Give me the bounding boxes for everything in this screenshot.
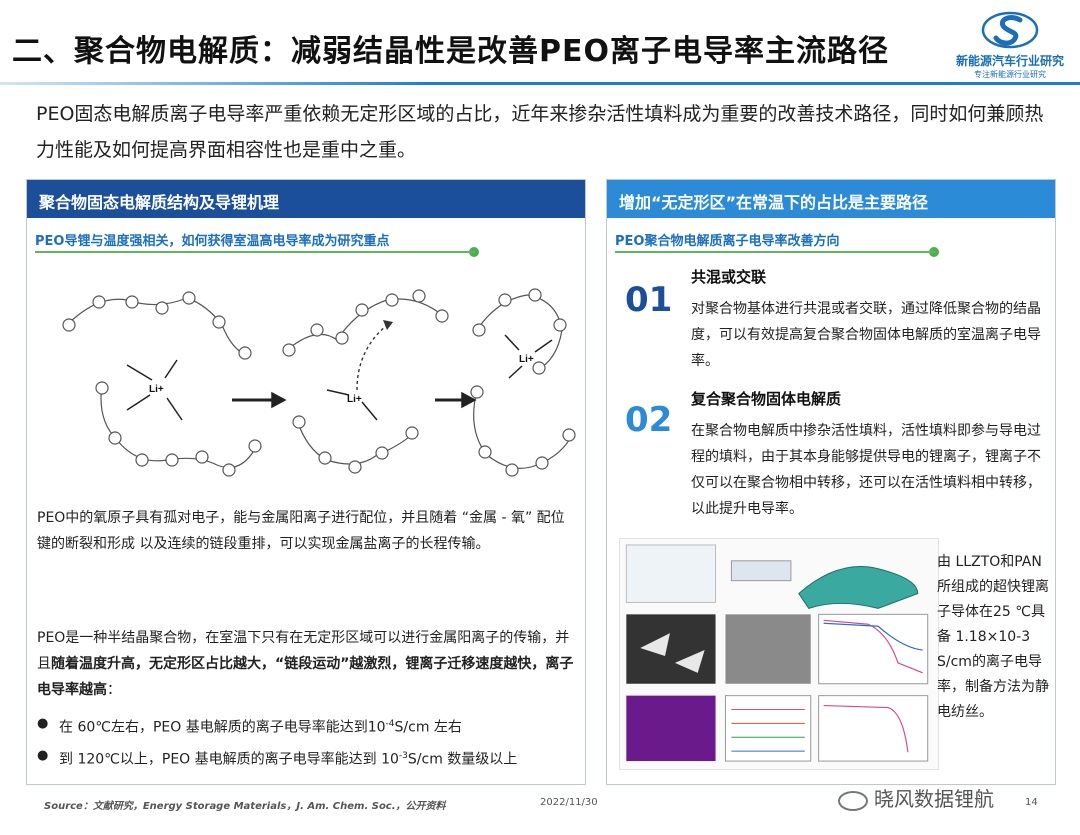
paragraph-amorphous: PEO是一种半结晶聚合物，在室温下只有在无定形区域可以进行金属阳离子的传输，并且… (37, 630, 574, 698)
page-title: 二、聚合物电解质：减弱结晶性是改善PEO离子电导率主流路径 (12, 34, 889, 69)
left-panel-subheading: PEO导锂与温度强相关，如何获得室温高电导率成为研究重点 (35, 230, 495, 257)
research-figure (619, 538, 939, 770)
logo: 新能源汽车行业研究 专注新能源行业研究 (944, 10, 1076, 80)
pEO-chain-diagram: Li+ Li+ Li+ (62, 288, 576, 477)
bullet-60c: 在 60℃左右，PEO 基电解质的离子电导率能达到10-4S/cm 左右 (37, 710, 582, 742)
title-rule (0, 82, 1080, 85)
intro-text: PEO固态电解质离子电导率严重依赖无定形区域的占比，近年来掺杂活性填料成为重要的… (36, 103, 1044, 161)
left-panel-header: 聚合物固态电解质结构及导锂机理 (27, 180, 585, 218)
source-note: Source：文献研究，Energy Storage Materials，J. … (44, 801, 446, 812)
item2-title: 复合聚合物固体电解质 (691, 390, 842, 408)
green-dot-icon (469, 247, 479, 257)
li-ion-label-2: Li+ (347, 394, 362, 405)
chat-bubble-icon (838, 790, 868, 811)
right-panel: 增加“无定形区”在常温下的占比是主要路径 PEO聚合物电解质离子电导率改善方向 … (606, 179, 1056, 785)
item2-text: 在聚合物电解质中掺杂活性填料，活性填料即参与导电过程的填料，由于其本身能够提供导… (691, 423, 1041, 517)
report-date: 2022/11/30 (540, 797, 598, 808)
item-number-02: 02 (625, 400, 673, 440)
right-panel-subheading: PEO聚合物电解质离子电导率改善方向 (615, 230, 945, 257)
item1-text: 对聚合物基体进行共混或者交联，通过降低聚合物的结晶度，可以有效提高复合聚合物固体… (691, 301, 1041, 369)
logo-s-icon (981, 11, 1039, 49)
conductivity-bullets: 在 60℃左右，PEO 基电解质的离子电导率能达到10-4S/cm 左右 到 1… (37, 710, 582, 773)
page-number: 14 (1025, 797, 1038, 808)
li-ion-label-3: Li+ (519, 354, 534, 365)
li-ion-label-1: Li+ (149, 384, 164, 395)
watermark: 晓风数据锂航 (838, 783, 994, 812)
logo-tagline: 专注新能源行业研究 (974, 70, 1046, 79)
right-panel-header: 增加“无定形区”在常温下的占比是主要路径 (607, 180, 1055, 218)
bullet-120c: 到 120℃以上，PEO 基电解质的离子电导率能达到 10-3S/cm 数量级以… (37, 742, 582, 774)
left-panel: 聚合物固态电解质结构及导锂机理 PEO导锂与温度强相关，如何获得室温高电导率成为… (26, 179, 586, 785)
paragraph-coordination: PEO中的氧原子具有孤对电子，能与金属阳离子进行配位，并且随着 “金属 - 氧”… (37, 510, 565, 552)
item-number-01: 01 (625, 280, 673, 320)
item1-title: 共混或交联 (691, 268, 767, 286)
green-dot-icon (929, 247, 939, 257)
logo-name: 新能源汽车行业研究 (955, 54, 1064, 68)
llzto-pan-note: 由 LLZTO和PAN所组成的超快锂离子导体在25 ℃具备 1.18×10-3 … (937, 554, 1049, 720)
